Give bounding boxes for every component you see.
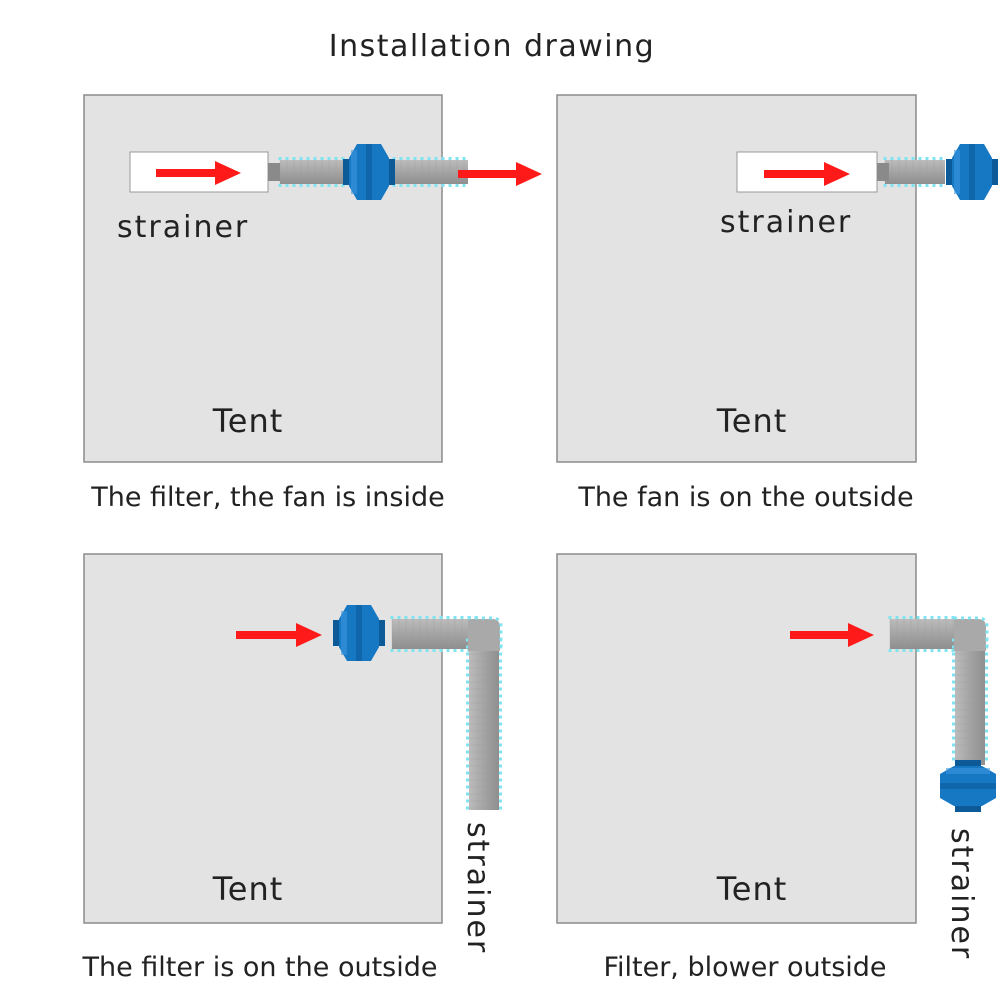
duct-segment (952, 638, 988, 765)
duct-segment (392, 157, 468, 187)
panel-filter-fan-inside: strainer Tent The filter, the fan is ins… (83, 94, 542, 513)
red-arrow-icon (156, 161, 241, 185)
panel-fan-outside: strainer Tent The fan is on the outside (556, 94, 998, 513)
duct-segment (390, 616, 478, 652)
panel-filter-blower-outside: strainer Tent Filter, blower outside (556, 553, 996, 983)
red-arrow-icon (458, 162, 542, 186)
inline-fan-icon (333, 605, 385, 661)
tent-label: Tent (212, 870, 284, 908)
tent-box (556, 553, 917, 924)
strainer-label: strainer (944, 828, 979, 960)
tent-box (83, 553, 443, 924)
panel-caption: The filter is on the outside (82, 952, 438, 983)
duct-segment (883, 157, 945, 187)
strainer-label: strainer (720, 205, 852, 240)
duct-elbow (954, 616, 989, 651)
diagram-title: Installation drawing (329, 29, 655, 64)
panel-caption: The fan is on the outside (577, 482, 913, 513)
inline-fan-icon (343, 144, 395, 200)
inline-fan-icon (940, 760, 996, 812)
panel-caption: The filter, the fan is inside (90, 482, 445, 513)
inline-fan-icon (946, 144, 998, 200)
strainer-label: strainer (460, 822, 495, 954)
panel-filter-outside: strainer Tent The filter is on the outsi… (82, 553, 503, 983)
tent-label: Tent (716, 402, 788, 440)
red-arrow-icon (236, 623, 322, 647)
red-arrow-icon (764, 162, 850, 186)
tent-label: Tent (716, 870, 788, 908)
duct-segment (278, 157, 345, 187)
strainer-label: strainer (117, 210, 249, 245)
duct-segment (466, 638, 502, 810)
tent-label: Tent (212, 402, 284, 440)
duct-segment (888, 616, 955, 652)
duct-elbow (468, 616, 503, 651)
red-arrow-icon (790, 623, 874, 647)
panel-caption: Filter, blower outside (603, 952, 886, 983)
